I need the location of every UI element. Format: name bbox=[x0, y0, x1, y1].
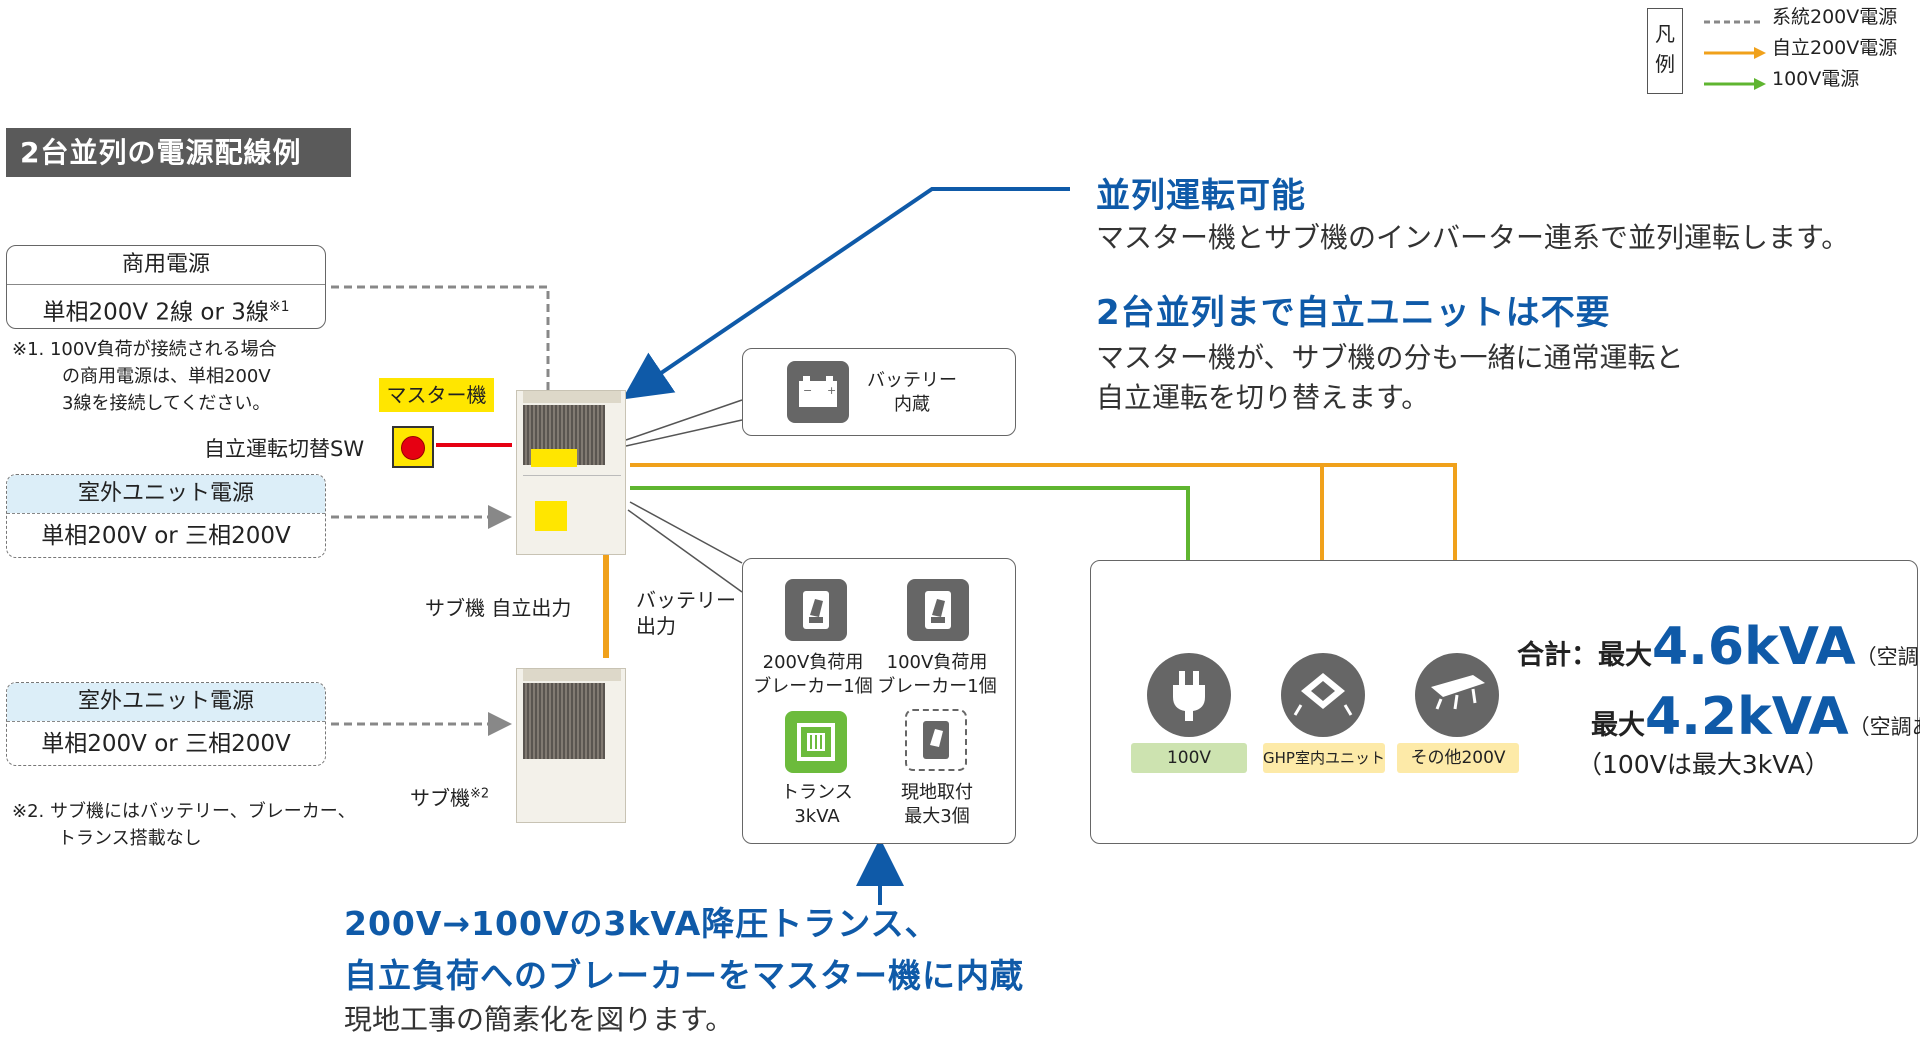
load-label-100v: 100V bbox=[1131, 743, 1247, 773]
section-title: 2台並列の電源配線例 bbox=[6, 128, 351, 177]
sub-unit-note: ※2. サブ機にはバッテリー、ブレーカー、 トランス搭載なし bbox=[12, 801, 356, 849]
switch-button-icon bbox=[401, 436, 425, 460]
master-unit-image bbox=[516, 390, 626, 555]
plug-icon bbox=[1147, 653, 1231, 737]
loads-box: 100V GHP室内ユニット その他200V 合計：最大4.6kVA（空調なし）… bbox=[1090, 560, 1920, 844]
legend-swatches bbox=[1704, 20, 1766, 90]
feature-transformer-desc: 現地工事の簡素化を図ります。 bbox=[344, 1003, 734, 1036]
commercial-power-box: 商用電源 単相200V 2線 or 3線※1 bbox=[6, 245, 326, 329]
legend-title: 凡例 bbox=[1647, 8, 1683, 94]
master-indicator bbox=[531, 449, 577, 467]
cassette-ac-icon bbox=[1281, 653, 1365, 737]
sub-unit-image bbox=[516, 668, 626, 823]
outdoor-power-box-2: 室外ユニット電源 単相200V or 三相200V bbox=[6, 682, 326, 766]
commercial-power-note: ※1. 100V負荷が接続される場合 の商用電源は、単相200V 3線を接続して… bbox=[12, 339, 277, 414]
transformer-icon bbox=[785, 711, 847, 773]
breaker-connector bbox=[627, 501, 743, 593]
legend-item-100v: 100V電源 bbox=[1772, 68, 1860, 90]
fan-grille bbox=[523, 683, 605, 759]
total-value-with-ac: 4.2kVA bbox=[1645, 687, 1849, 747]
master-panel bbox=[535, 501, 567, 531]
svg-text:+: + bbox=[827, 384, 836, 397]
breaker-200v-icon bbox=[785, 579, 847, 641]
load-label-other200v: その他200V bbox=[1397, 743, 1519, 773]
total-row-3: （100Vは最大3kVA） bbox=[1577, 750, 1830, 779]
total-value-no-ac: 4.6kVA bbox=[1652, 617, 1856, 677]
battery-icon: −+ bbox=[787, 361, 849, 423]
total-row-1: 合計：最大4.6kVA（空調なし） bbox=[1517, 617, 1920, 677]
feature-parallel-title: 並列運転可能 bbox=[1096, 176, 1306, 216]
sub-output-label: サブ機 自立出力 bbox=[425, 596, 572, 620]
commercial-power-wire bbox=[331, 285, 560, 454]
breaker-200v-label: 200V負荷用ブレーカー1個 bbox=[753, 652, 873, 697]
legend-item-grid: 系統200V電源 bbox=[1772, 6, 1898, 28]
battery-box: −+ バッテリー内蔵 bbox=[742, 348, 1016, 436]
legend-item-autonomous: 自立200V電源 bbox=[1772, 37, 1898, 59]
commercial-power-title: 商用電源 bbox=[121, 252, 210, 277]
battery-connector bbox=[625, 399, 743, 447]
autonomous-switch[interactable] bbox=[392, 426, 434, 468]
unit-top bbox=[523, 391, 621, 403]
outdoor-power-title-1: 室外ユニット電源 bbox=[7, 475, 325, 513]
switch-label: 自立運転切替SW bbox=[204, 437, 365, 461]
feature-transformer-title: 200V→100Vの3kVA降圧トランス、 自立負荷へのブレーカーをマスター機に… bbox=[344, 904, 1024, 995]
feature-no-unit-title: 2台並列まで自立ユニットは不要 bbox=[1096, 293, 1611, 333]
sub-unit-label: サブ機※2 bbox=[410, 786, 490, 810]
breaker-100v-label: 100V負荷用ブレーカー1個 bbox=[877, 652, 997, 697]
outdoor-power-box-1: 室外ユニット電源 単相200V or 三相200V bbox=[6, 474, 326, 558]
site-breaker-label: 現地取付最大3個 bbox=[901, 782, 973, 827]
outdoor-power-spec-2: 単相200V or 三相200V bbox=[7, 721, 325, 765]
feature-no-unit-desc: マスター機が、サブ機の分も一緒に通常運転と自立運転を切り替えます。 bbox=[1096, 341, 1684, 414]
breaker-100v-icon bbox=[907, 579, 969, 641]
parallel-callout-arrow bbox=[622, 187, 1070, 400]
site-breaker-icon bbox=[905, 709, 967, 771]
commercial-power-spec: 単相200V 2線 or 3線※1 bbox=[7, 284, 325, 328]
load-label-ghp: GHP室内ユニット bbox=[1263, 743, 1385, 773]
outdoor-power-spec-1: 単相200V or 三相200V bbox=[7, 513, 325, 557]
master-unit-label: マスター機 bbox=[379, 378, 494, 412]
total-row-2: 最大4.2kVA（空調あり） bbox=[1591, 687, 1920, 747]
feature-parallel-desc: マスター機とサブ機のインバーター連系で並列運転します。 bbox=[1096, 221, 1850, 254]
outdoor-power-title-2: 室外ユニット電源 bbox=[7, 683, 325, 721]
svg-text:−: − bbox=[803, 384, 812, 397]
battery-output-label: バッテリー出力 bbox=[636, 588, 736, 638]
battery-label: バッテリー内蔵 bbox=[867, 370, 957, 415]
ceiling-light-icon bbox=[1415, 653, 1499, 737]
